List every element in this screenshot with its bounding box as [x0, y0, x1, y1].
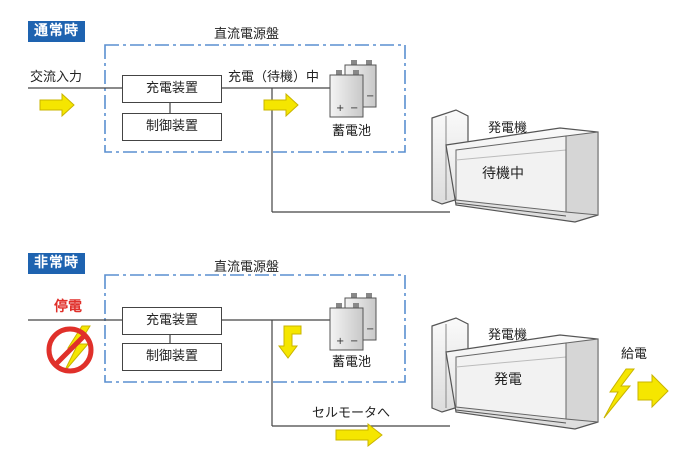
starter-motor-label: セルモータへ [312, 406, 391, 421]
normal-generator-icon [431, 109, 599, 223]
normal-controller-box: 制御装置 [122, 113, 222, 141]
normal-tag: 通常時 [28, 21, 85, 42]
charge-status-label: 充電（待機）中 [228, 70, 320, 85]
emergency-panel-title: 直流電源盤 [214, 260, 280, 275]
svg-text:−: − [366, 91, 374, 102]
discharge-arrow [278, 325, 302, 359]
charge-arrow [263, 92, 299, 118]
svg-text:+: + [336, 103, 344, 114]
normal-generator-label: 発電機 [488, 121, 528, 136]
normal-battery-icon: + − − [329, 60, 377, 118]
svg-text:+: + [336, 336, 344, 347]
normal-section: + − − [28, 44, 599, 223]
generator-state-generating: 発電 [494, 372, 522, 388]
emergency-charger-box: 充電装置 [122, 307, 222, 335]
ac-input-label: 交流入力 [30, 70, 83, 85]
emergency-battery-label: 蓄電池 [332, 355, 372, 370]
supply-label: 給電 [621, 347, 648, 362]
emergency-section: + − − [28, 274, 669, 448]
ac-input-arrow [39, 92, 75, 118]
normal-panel-frame [104, 44, 406, 153]
svg-text:−: − [366, 324, 374, 335]
outage-label: 停電 [54, 299, 82, 315]
supply-arrow [637, 373, 669, 409]
emergency-generator-label: 発電機 [488, 328, 528, 343]
supply-lightning-icon [603, 368, 636, 419]
normal-battery-label: 蓄電池 [332, 124, 372, 139]
emergency-battery-icon: + − − [329, 293, 377, 351]
normal-charger-box: 充電装置 [122, 75, 222, 103]
normal-panel-title: 直流電源盤 [214, 27, 280, 42]
emergency-panel-frame [104, 274, 406, 383]
emergency-generator-icon [431, 317, 599, 430]
no-power-icon [46, 325, 94, 374]
svg-text:−: − [350, 336, 358, 347]
starter-arrow [335, 422, 383, 448]
emergency-controller-box: 制御装置 [122, 343, 222, 371]
generator-state-standby: 待機中 [482, 166, 524, 182]
emergency-tag: 非常時 [28, 253, 85, 274]
svg-text:−: − [350, 103, 358, 114]
